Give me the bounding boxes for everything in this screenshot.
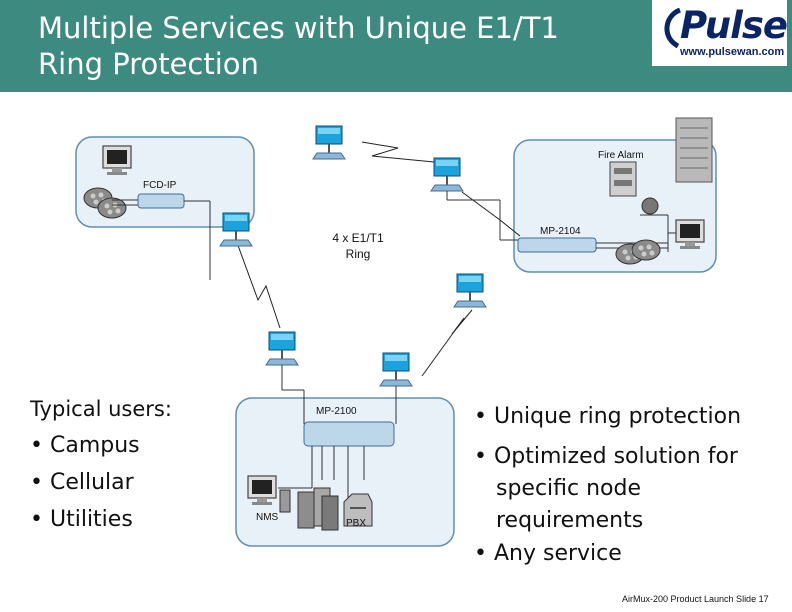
users-list-item-label: Utilities — [49, 507, 133, 532]
slide-title-line1: Multiple Services with Unique E1/T1 — [38, 11, 559, 45]
server-icon — [297, 487, 339, 531]
slide-footer: AirMux-200 Product Launch Slide 17 — [622, 594, 769, 604]
antenna-icon-3 — [219, 212, 253, 247]
logo-swoosh-icon — [664, 8, 682, 48]
antenna-icon-6 — [379, 352, 413, 387]
users-list-item: • Campus — [30, 433, 140, 458]
antenna-icon-4 — [453, 273, 487, 308]
antenna-icon-2 — [430, 157, 464, 192]
fcd-ip-device — [137, 193, 185, 209]
antenna-icon-5 — [265, 331, 299, 366]
typical-users-heading: Typical users: — [30, 397, 172, 421]
pbx-icon — [343, 493, 373, 527]
pulse-logo: Pulse www.pulsewan.com — [652, 0, 788, 66]
pbx-label: PBX — [346, 518, 367, 529]
fcd-ip-label: FCD-IP — [143, 180, 177, 191]
users-list-item: • Utilities — [30, 507, 133, 532]
feature-item: • Any service — [474, 541, 622, 566]
ring-label: 4 x E1/T1 Ring — [322, 230, 394, 262]
fire-alarm-icon — [609, 161, 637, 197]
camera-icon — [641, 197, 659, 215]
antenna-icon-1 — [312, 125, 346, 160]
mp-2104-device — [517, 237, 597, 253]
mp-2100-device — [303, 421, 395, 447]
mp-2100-label: MP-2100 — [316, 406, 357, 417]
left-phone-icon-2 — [97, 197, 127, 219]
logo-url: www.pulsewan.com — [680, 46, 785, 58]
ring-label-line2: Ring — [345, 247, 371, 261]
users-list-item: • Cellular — [30, 470, 134, 495]
slide-title-line2: Ring Protection — [38, 47, 259, 81]
feature-item-label: Any service — [493, 541, 622, 566]
fire-alarm-label: Fire Alarm — [598, 150, 644, 161]
right-phone-icon-2 — [631, 239, 661, 261]
ring-label-line1: 4 x E1/T1 — [332, 231, 384, 245]
feature-item-continuation: specific node — [496, 476, 642, 501]
nms-label: NMS — [256, 512, 279, 523]
feature-item-continuation: requirements — [496, 508, 644, 533]
mp-2104-label: MP-2104 — [540, 226, 581, 237]
feature-item-label: Unique ring protection — [493, 404, 742, 429]
slide-title: Multiple Services with Unique E1/T1 Ring… — [38, 10, 638, 82]
building-icon — [675, 117, 713, 183]
users-list-item-label: Cellular — [49, 470, 134, 495]
feature-item-label: Optimized solution for — [493, 444, 738, 469]
users-list-item-label: Campus — [49, 433, 140, 458]
feature-item: • Unique ring protection — [474, 404, 742, 429]
nms-tower-icon — [279, 489, 291, 513]
logo-text: Pulse — [680, 4, 788, 47]
feature-item: • Optimized solution for specific node r… — [474, 441, 738, 537]
